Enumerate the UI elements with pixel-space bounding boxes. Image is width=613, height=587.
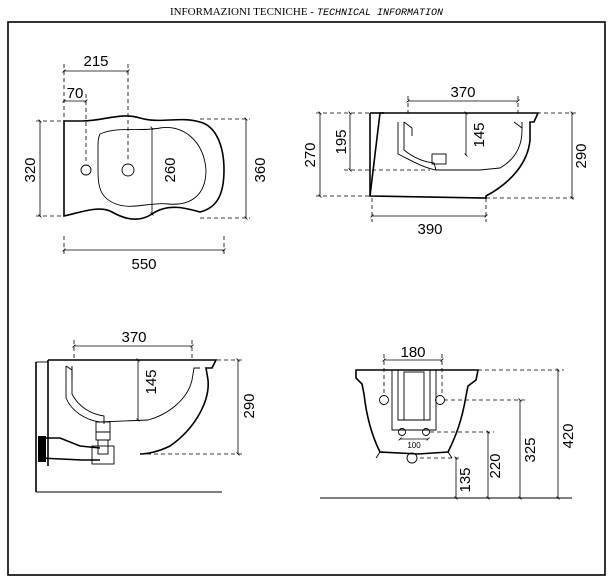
- rear-view: 180 100 135 220 325 420: [320, 344, 577, 500]
- side-view-body: [369, 112, 540, 199]
- top-view: 215 70 320 260 360 550: [22, 53, 269, 273]
- dim-220: 220: [487, 453, 504, 478]
- dim-370-section: 370: [121, 329, 146, 346]
- dim-70: 70: [67, 85, 84, 102]
- dim-420: 420: [560, 423, 577, 448]
- drawing-frame: [7, 21, 606, 576]
- dim-370-side: 370: [450, 84, 475, 101]
- dim-550: 550: [131, 256, 156, 273]
- top-view-side-hole: [80, 164, 92, 176]
- header-title-en: TECHNICAL INFORMATION: [317, 8, 444, 19]
- top-view-tap-hole: [121, 163, 135, 177]
- dim-180: 180: [400, 344, 425, 361]
- top-view-outline: [63, 115, 225, 220]
- dim-100: 100: [407, 441, 421, 450]
- dim-290-side: 290: [573, 143, 590, 168]
- side-view: 370 195 270 145 290 390: [302, 84, 590, 238]
- dim-320: 320: [22, 157, 39, 182]
- section-view: 370 145 290: [35, 329, 258, 493]
- header-title-it: INFORMAZIONI TECNICHE -: [169, 6, 314, 18]
- dim-260: 260: [162, 157, 179, 182]
- top-view-inner-rim: [97, 127, 207, 207]
- dim-290-section: 290: [241, 393, 258, 418]
- dim-145-side: 145: [471, 122, 488, 147]
- dim-325: 325: [522, 437, 539, 462]
- side-view-bowl: [397, 122, 523, 171]
- dim-360: 360: [252, 157, 269, 182]
- dim-390: 390: [417, 221, 442, 238]
- dim-270: 270: [302, 142, 319, 167]
- dim-215: 215: [83, 53, 108, 70]
- section-view-body: [48, 359, 218, 455]
- dim-195: 195: [333, 129, 350, 154]
- dim-145-section: 145: [143, 369, 160, 394]
- page-header: INFORMAZIONI TECNICHE - TECHNICAL INFORM…: [0, 6, 613, 19]
- rear-view-body: [355, 369, 479, 455]
- dim-135: 135: [457, 467, 474, 492]
